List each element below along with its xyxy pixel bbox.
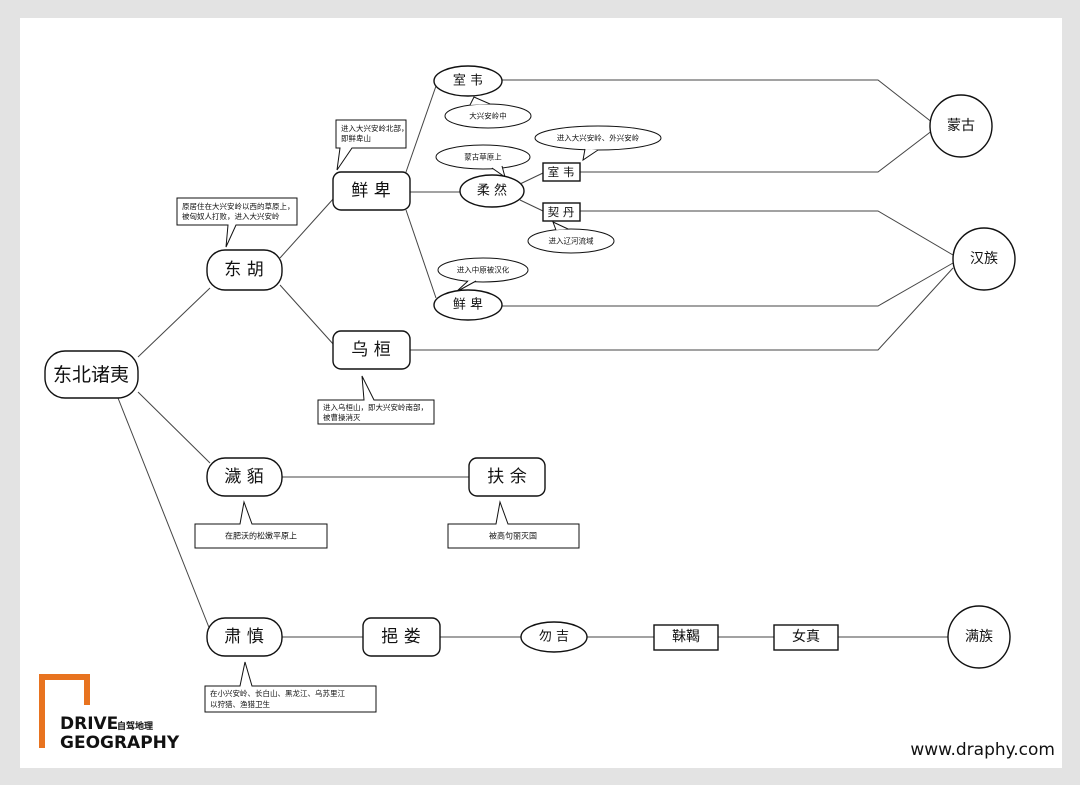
site-url: www.draphy.com <box>910 740 1055 760</box>
label-manzu: 满族 <box>965 629 993 645</box>
wuhuan-note-line1: 进入乌桓山，即大兴安岭南部， <box>323 402 428 412</box>
node-rouran <box>459 174 525 208</box>
xianbei-south-note-bubble <box>437 257 529 283</box>
sushen-note-line2: 以狩猎、渔猎卫生 <box>210 699 270 709</box>
node-qidan <box>542 202 581 222</box>
node-shiwei-top <box>433 65 503 97</box>
node-huimo <box>206 457 283 497</box>
label-wuhuan: 乌 桓 <box>351 340 390 360</box>
edge-xianbei-south-hanzu <box>502 262 954 307</box>
node-mengu <box>929 94 993 158</box>
edge-wuhuan-hanzu <box>410 267 954 351</box>
node-fuyu <box>468 457 546 497</box>
label-hanzu: 汉族 <box>970 251 998 267</box>
fuyu-note-box <box>447 500 580 549</box>
node-shiwei-mid <box>542 162 581 182</box>
rouran-note-text: 蒙古草原上 <box>464 152 502 162</box>
node-sushen <box>206 617 283 657</box>
drive-geography-logo: DRIVE 自驾地理 GEOGRAPHY <box>39 674 180 753</box>
shiwei-mid-note-text: 进入大兴安岭、外兴安岭 <box>557 133 640 143</box>
label-fuyu: 扶 余 <box>487 467 526 487</box>
edge-qidan-hanzu <box>580 210 954 256</box>
xianbei-south-note-text: 进入中原被汉化 <box>457 265 510 275</box>
rouran-note-bubble <box>435 144 531 170</box>
shiwei-note-tail <box>469 96 491 106</box>
shiwei-mid-note-tail <box>582 148 599 162</box>
logo-word-geography: GEOGRAPHY <box>60 733 180 753</box>
label-shiwei-top: 室 韦 <box>453 73 483 89</box>
sushen-note-line1: 在小兴安岭、长白山、黑龙江、乌苏里江 <box>210 688 345 698</box>
node-yilou <box>362 617 441 657</box>
node-mohe <box>653 624 719 651</box>
qidan-note-bubble <box>527 228 615 254</box>
edge-donghu-wuhuan <box>279 284 335 346</box>
label-rouran: 柔 然 <box>477 183 507 199</box>
label-sushen: 肃 慎 <box>224 627 263 647</box>
wuhuan-note-box <box>317 375 435 425</box>
logo-bracket-icon <box>39 674 90 748</box>
huimo-note-text: 在肥沃的松嫩平原上 <box>225 531 297 541</box>
huimo-note-box <box>194 500 328 549</box>
edge-rouran-shiwei-mid <box>519 172 544 185</box>
wuhuan-note-line2: 被曹操消灭 <box>323 412 361 422</box>
label-yilou: 挹 娄 <box>381 627 420 647</box>
fuyu-note-text: 被高句丽灭国 <box>489 531 537 541</box>
edge-root-huimo <box>137 391 211 464</box>
xianbei-note-line1: 进入大兴安岭北部， <box>341 123 409 133</box>
nodes: 东北诸夷 东 胡 鲜 卑 乌 桓 室 韦 柔 然 室 韦 契 丹 鲜 卑 蒙古 … <box>44 65 1016 669</box>
node-manzu <box>947 605 1011 669</box>
label-nuzhen: 女真 <box>792 628 820 645</box>
label-shiwei-mid: 室 韦 <box>548 165 575 179</box>
node-hanzu <box>952 227 1016 291</box>
label-donghu: 东 胡 <box>224 260 263 280</box>
shiwei-note-text: 大兴安岭中 <box>469 111 507 121</box>
xianbei-note-box <box>335 119 407 171</box>
label-xianbei-south: 鲜 卑 <box>453 297 483 313</box>
logo-word-drive: DRIVE <box>60 714 118 734</box>
node-nuzhen <box>773 624 839 651</box>
qidan-note-tail <box>552 221 569 231</box>
node-donghu <box>206 249 283 291</box>
donghu-note-box <box>176 197 298 248</box>
edge-rouran-qidan <box>519 199 544 212</box>
xianbei-note-line2: 即鲜卑山 <box>341 133 371 143</box>
label-mengu: 蒙古 <box>947 118 975 134</box>
qidan-note-text: 进入辽河流域 <box>549 236 594 246</box>
label-mohe: 靺鞨 <box>672 628 700 645</box>
edge-root-sushen <box>117 397 211 631</box>
sushen-note-box <box>204 661 377 713</box>
node-xianbei <box>332 171 411 211</box>
donghu-note-line1: 原居住在大兴安岭以西的草原上， <box>182 201 295 211</box>
logo-word-cn: 自驾地理 <box>117 720 153 732</box>
callouts: 原居住在大兴安岭以西的草原上， 被匈奴人打败，进入大兴安岭 进入大兴安岭北部， … <box>176 96 662 713</box>
label-dongbei-zhuyi: 东北诸夷 <box>53 364 129 386</box>
edge-root-donghu <box>137 287 211 358</box>
node-wuji <box>520 621 588 653</box>
label-qidan: 契 丹 <box>548 205 575 219</box>
edge-xianbei-xianbei-south <box>405 209 437 299</box>
donghu-note-line2: 被匈奴人打败，进入大兴安岭 <box>182 211 280 221</box>
node-xianbei-south <box>433 289 503 321</box>
edge-xianbei-shiwei <box>405 85 437 173</box>
label-xianbei: 鲜 卑 <box>351 181 390 201</box>
node-wuhuan <box>332 330 411 370</box>
label-wuji: 勿 吉 <box>539 630 569 645</box>
edge-donghu-xianbei <box>279 197 335 259</box>
node-dongbei-zhuyi <box>44 350 139 399</box>
edge-shiwei-mengu <box>502 79 934 124</box>
label-huimo: 濊 貊 <box>224 467 263 487</box>
edge-shiwei-mid-mengu <box>580 129 934 173</box>
edges <box>117 79 954 638</box>
